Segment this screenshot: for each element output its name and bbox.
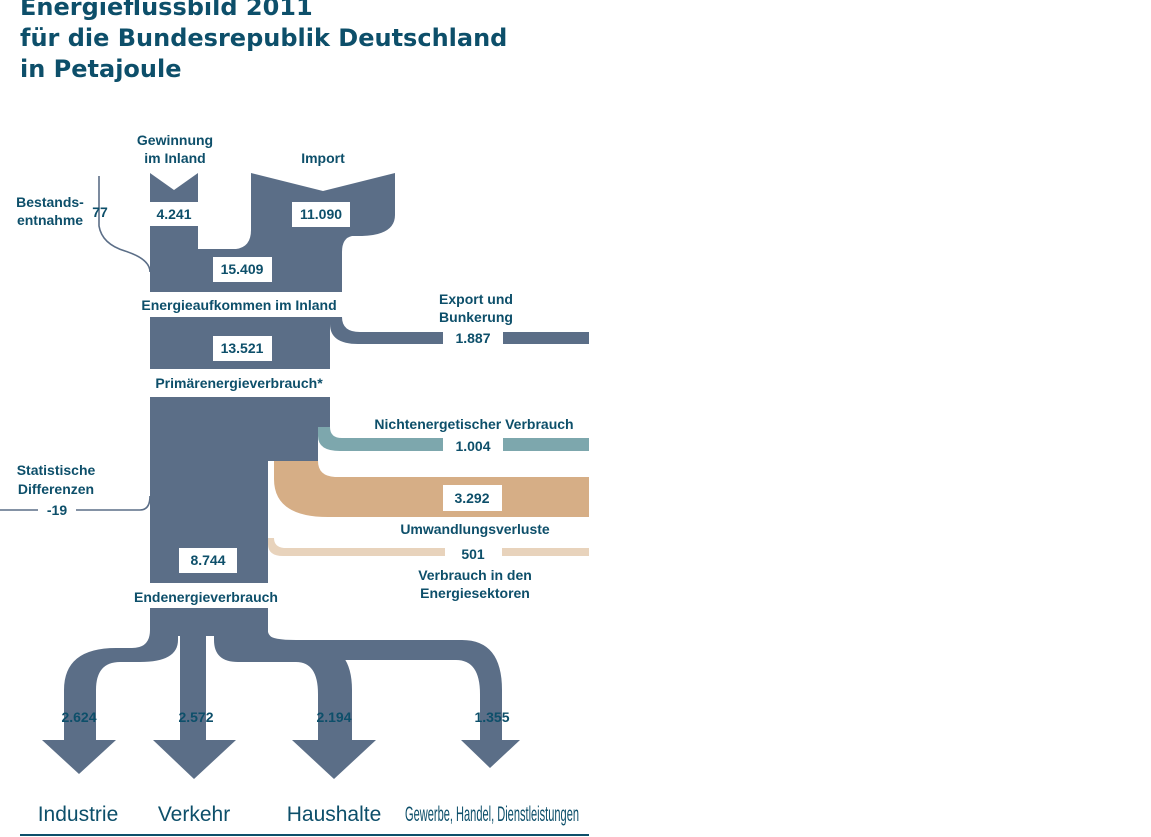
label-gewinnung-2: im Inland (144, 150, 205, 166)
value-box-export (443, 327, 503, 349)
label-umwandlung: Umwandlungsverluste (400, 521, 550, 537)
value-bestand: 77 (92, 204, 108, 220)
value-box-primaer (213, 336, 272, 361)
label-export-2: Bunkerung (439, 309, 513, 325)
title-line-1: Energieflussbild 2011 (20, 0, 313, 21)
label-bestand-2: entnahme (17, 212, 83, 228)
label-aufkommen: Energieaufkommen im Inland (141, 297, 336, 313)
branch-industrie (64, 608, 178, 742)
diagram-title: Energieflussbild 2011 für die Bundesrepu… (20, 0, 507, 85)
flow-bestandsentnahme (98, 176, 151, 273)
value-box-gewinnung (150, 202, 198, 226)
value-box-umwandlung (443, 485, 502, 511)
value-umwandlung: 3.292 (454, 490, 489, 506)
label-gewinnung-1: Gewinnung (137, 132, 213, 148)
value-box-import (292, 202, 350, 227)
sector-industrie: Industrie (38, 803, 119, 826)
label-export-1: Export und (439, 291, 513, 307)
label-bestand-1: Bestands- (16, 194, 84, 210)
flow-energiesektoren (268, 538, 589, 556)
value-primaer: 13.521 (221, 340, 264, 356)
label-import: Import (301, 150, 345, 166)
label-sektoren-1: Verbrauch in den (418, 567, 532, 583)
branch-verkehr (180, 608, 206, 742)
value-statdiff: -19 (47, 502, 67, 518)
flow-export (330, 317, 589, 344)
value-import: 11.090 (300, 206, 342, 222)
arrow-industrie (42, 740, 116, 774)
arrow-haushalte (292, 740, 376, 779)
value-gewerbe: 1.355 (474, 709, 509, 725)
value-sektoren: 501 (461, 546, 485, 562)
label-sektoren-2: Energiesektoren (420, 585, 530, 601)
value-industrie: 2.624 (61, 709, 96, 725)
value-box-aufkommen (213, 257, 272, 282)
label-statdiff-1: Statistische (17, 462, 96, 478)
label-primaer: Primärenergieverbrauch* (155, 375, 323, 391)
value-box-nichtenergetisch (443, 433, 503, 457)
arrow-gewerbe (461, 740, 520, 768)
label-statdiff-2: Differenzen (18, 481, 94, 497)
value-export: 1.887 (455, 330, 490, 346)
sector-gewerbe: Gewerbe, Handel, Dienstleistungen (405, 803, 579, 826)
value-verkehr: 2.572 (178, 709, 213, 725)
sector-haushalte: Haushalte (287, 803, 382, 826)
flow-primaer-main (150, 397, 330, 583)
value-box-statdiff (38, 500, 76, 520)
bottom-rule (20, 834, 589, 836)
value-nichtenergetisch: 1.004 (455, 438, 490, 454)
value-haushalte: 2.194 (316, 709, 351, 725)
value-aufkommen: 15.409 (221, 261, 264, 277)
title-line-2: für die Bundesrepublik Deutschland (20, 24, 508, 52)
sector-gewerbe-text: Gewerbe, Handel, Dienstleistungen (405, 803, 579, 826)
flow-statistische-differenzen (0, 495, 151, 511)
value-endenergie: 8.744 (190, 552, 225, 568)
label-nichtenergetisch: Nichtenergetischer Verbrauch (374, 416, 573, 432)
branch-gewerbe (268, 608, 502, 742)
flow-umwandlungsverluste (274, 461, 589, 517)
value-gewinnung: 4.241 (156, 206, 191, 222)
branch-haushalte (214, 608, 352, 742)
title-line-3: in Petajoule (20, 55, 182, 83)
sector-verkehr: Verkehr (158, 803, 230, 826)
value-box-endenergie (179, 548, 237, 573)
value-box-sektoren (445, 543, 502, 563)
arrow-verkehr (153, 740, 236, 779)
label-endenergie: Endenergieverbrauch (134, 589, 278, 605)
